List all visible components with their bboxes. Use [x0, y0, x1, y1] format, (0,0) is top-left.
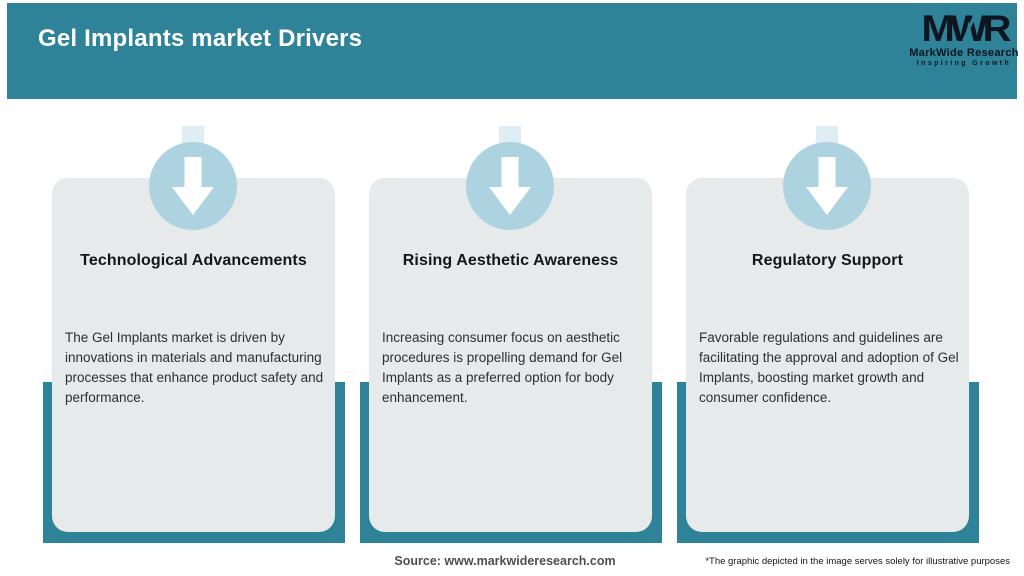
disclaimer-text: *The graphic depicted in the image serve…	[705, 556, 1010, 567]
card-rising-aesthetic-awareness: Rising Aesthetic Awareness Increasing co…	[369, 178, 652, 532]
card-title: Rising Aesthetic Awareness	[402, 252, 619, 269]
down-arrow-badge	[783, 142, 871, 230]
card-title: Technological Advancements	[80, 252, 307, 269]
markwide-logo: MWR MarkWide Research Inspiring Growth	[905, 11, 1023, 67]
down-arrow-tail	[816, 126, 838, 146]
logo-name: MarkWide Research	[909, 47, 1019, 59]
card-technological-advancements: Technological Advancements The Gel Impla…	[52, 178, 335, 532]
down-arrow-badge	[149, 142, 237, 230]
page-title: Gel Implants market Drivers	[38, 25, 363, 52]
down-arrow-icon	[172, 157, 214, 215]
card-body: Favorable regulations and guidelines are…	[699, 330, 959, 405]
card-regulatory-support: Regulatory Support Favorable regulations…	[686, 178, 969, 532]
logo-monogram: MWR	[922, 11, 1012, 48]
logo-tagline: Inspiring Growth	[916, 60, 1012, 67]
down-arrow-tail	[182, 126, 204, 146]
header-bar: Gel Implants market Drivers MWR MarkWide…	[7, 3, 1018, 99]
source-text: Source: www.markwideresearch.com	[394, 554, 616, 568]
down-arrow-icon	[489, 157, 531, 215]
logo-monogram-text: MWR	[921, 8, 1012, 50]
card-body: The Gel Implants market is driven by inn…	[65, 330, 324, 405]
card-body: Increasing consumer focus on aesthetic p…	[382, 330, 623, 405]
down-arrow-badge	[466, 142, 554, 230]
down-arrow-icon	[806, 157, 848, 215]
card-title: Regulatory Support	[751, 252, 904, 269]
down-arrow-tail	[499, 126, 521, 146]
